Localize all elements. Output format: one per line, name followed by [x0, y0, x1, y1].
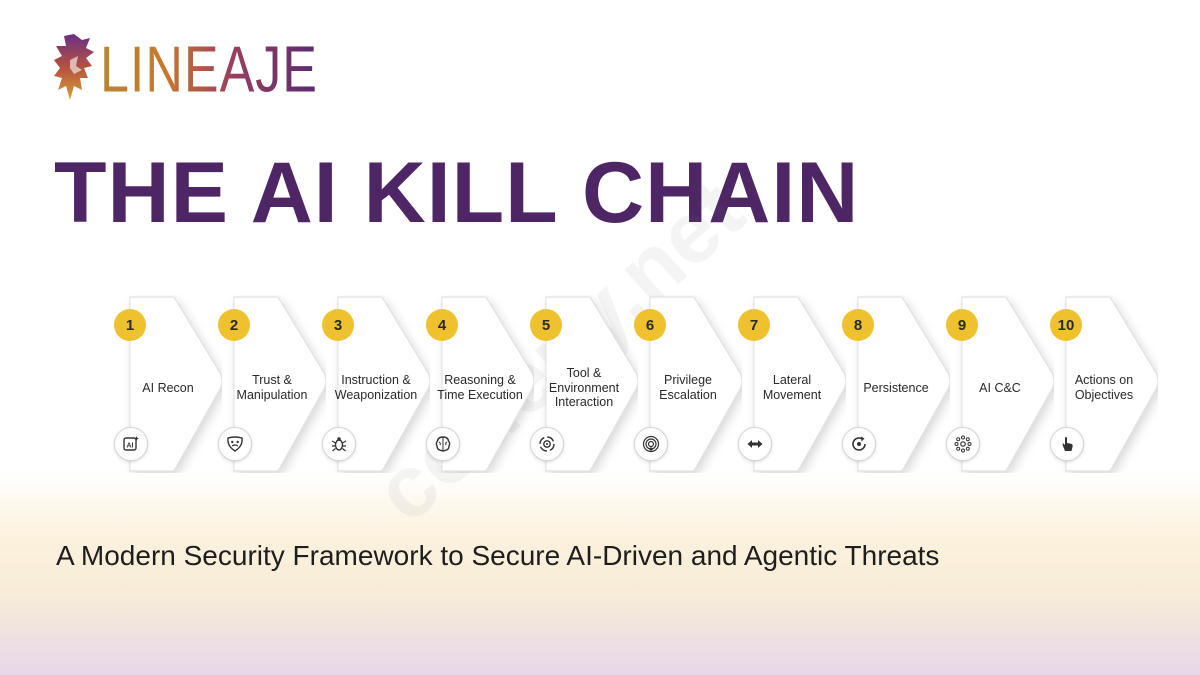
chain-step: 6 Privilege Escalation: [632, 295, 742, 473]
step-number-badge: 1: [114, 309, 146, 341]
step-card-shape: [545, 296, 638, 472]
step-label: Instruction & Weaponization: [334, 373, 418, 402]
arrows-icon: [738, 427, 772, 461]
mask-icon: [218, 427, 252, 461]
bug-icon: [322, 427, 356, 461]
step-number-badge: 10: [1050, 309, 1082, 341]
pointer-icon: [1050, 427, 1084, 461]
step-card-shape: [233, 296, 326, 472]
chain-step: 10 Actions on Objectives: [1048, 295, 1158, 473]
network-icon: [946, 427, 980, 461]
step-card-shape: [129, 296, 222, 472]
step-card-shape: [1065, 296, 1158, 472]
radar-icon: [634, 427, 668, 461]
subtitle: A Modern Security Framework to Secure AI…: [56, 540, 940, 571]
step-number-badge: 8: [842, 309, 874, 341]
step-number-badge: 6: [634, 309, 666, 341]
brain-icon: [426, 427, 460, 461]
step-label: AI C&C: [979, 380, 1021, 395]
chain-step: 7 Lateral Movement: [736, 295, 846, 473]
refresh-icon: [842, 427, 876, 461]
step-label: Actions on Objectives: [1074, 373, 1134, 402]
chain-step: 3 Instruction & Weaponization: [320, 295, 430, 473]
step-label: Privilege Escalation: [659, 373, 717, 402]
step-number-badge: 4: [426, 309, 458, 341]
step-label: AI Recon: [142, 380, 194, 395]
page-title: THE AI KILL CHAIN: [54, 145, 860, 241]
step-label: Tool & Environment Interaction: [548, 365, 620, 410]
step-card-shape: [857, 296, 950, 472]
ai-chip-icon: AI: [114, 427, 148, 461]
step-label: Trust & Manipulation: [236, 373, 308, 402]
step-card-shape: [441, 296, 534, 472]
step-number-badge: 2: [218, 309, 250, 341]
logo-text: LINEAJE: [100, 33, 318, 107]
step-card-shape: [337, 296, 430, 472]
step-label: Reasoning & Time Execution: [437, 373, 523, 402]
chain-step: 5 Tool & Environment Interaction: [528, 295, 638, 473]
step-card-shape: [961, 296, 1054, 472]
step-number-badge: 9: [946, 309, 978, 341]
chain-step: 1 AI Recon AI: [112, 295, 222, 473]
chain-step: 4 Reasoning & Time Execution: [424, 295, 534, 473]
lion-logo-icon: [54, 34, 94, 100]
chain-step: 8 Persistence: [840, 295, 950, 473]
step-card-shape: [753, 296, 846, 472]
gear-cycle-icon: [530, 427, 564, 461]
step-label: Persistence: [863, 380, 929, 395]
kill-chain-steps: 1 AI Recon AI 2 Trust & Manipulation 3 I…: [0, 295, 1200, 485]
step-number-badge: 5: [530, 309, 562, 341]
step-card-shape: [649, 296, 742, 472]
step-number-badge: 3: [322, 309, 354, 341]
chain-step: 9 AI C&C: [944, 295, 1054, 473]
svg-text:AI: AI: [127, 443, 134, 450]
step-number-badge: 7: [738, 309, 770, 341]
lineaje-logo: LINEAJE: [52, 30, 318, 110]
step-label: Lateral Movement: [762, 373, 822, 402]
chain-step: 2 Trust & Manipulation: [216, 295, 326, 473]
